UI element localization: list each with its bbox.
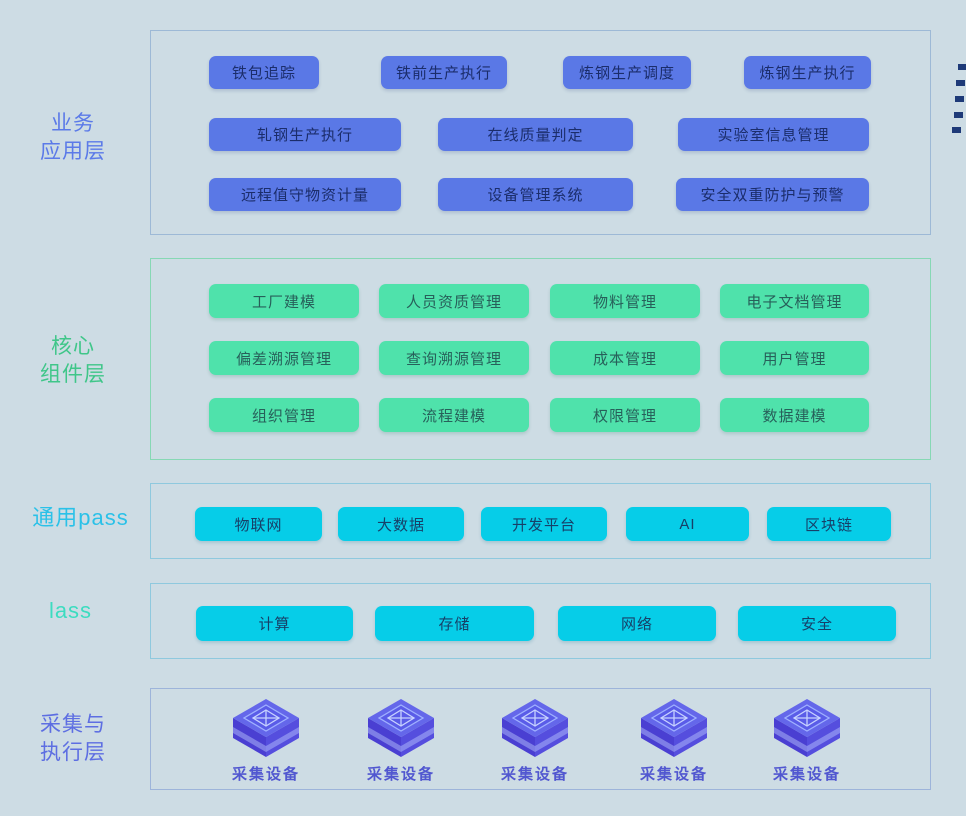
btn-material-mgmt[interactable]: 物料管理 — [550, 284, 700, 318]
edge-dash — [954, 112, 963, 118]
layer-label-line: 执行层 — [40, 741, 106, 764]
btn-lab-information-mgmt[interactable]: 实验室信息管理 — [678, 118, 869, 151]
btn-query-traceability[interactable]: 查询溯源管理 — [379, 341, 529, 375]
btn-cost-mgmt[interactable]: 成本管理 — [550, 341, 700, 375]
collection-device-label: 采集设备 — [366, 766, 435, 783]
btn-rolling-production[interactable]: 轧钢生产执行 — [209, 118, 401, 151]
btn-iot[interactable]: 物联网 — [195, 507, 322, 541]
panel-collection-execution-layer: 采集设备 采集设备 采集设备 — [150, 688, 931, 790]
collection-device-item: 采集设备 — [747, 699, 867, 784]
collection-device-cube-icon — [502, 699, 568, 757]
collection-device-cube-icon — [233, 699, 299, 757]
collection-device-item: 采集设备 — [341, 699, 461, 784]
btn-steelmaking-scheduling[interactable]: 炼钢生产调度 — [563, 56, 691, 89]
layer-label-paas: 通用pass — [32, 505, 129, 530]
btn-steelmaking-production[interactable]: 炼钢生产执行 — [744, 56, 871, 89]
panel-paas-layer: 物联网 大数据 开发平台 AI 区块链 — [150, 483, 931, 559]
layer-label-line: 采集与 — [40, 713, 106, 736]
edge-dash — [956, 80, 965, 86]
panel-core-components-layer: 工厂建模 人员资质管理 物料管理 电子文档管理 偏差溯源管理 查询溯源管理 成本… — [150, 258, 931, 460]
layer-label-collection-execution: 采集与 执行层 — [18, 711, 128, 767]
btn-data-modeling[interactable]: 数据建模 — [720, 398, 869, 432]
layer-label-line: 应用层 — [40, 140, 106, 163]
btn-process-modeling[interactable]: 流程建模 — [379, 398, 529, 432]
btn-ai[interactable]: AI — [626, 507, 749, 541]
btn-personnel-qualification[interactable]: 人员资质管理 — [379, 284, 529, 318]
btn-user-mgmt[interactable]: 用户管理 — [720, 341, 869, 375]
btn-organization-mgmt[interactable]: 组织管理 — [209, 398, 359, 432]
edge-dash — [955, 96, 964, 102]
collection-device-label: 采集设备 — [231, 766, 300, 783]
btn-equipment-mgmt-system[interactable]: 设备管理系统 — [438, 178, 633, 211]
collection-device-label: 采集设备 — [772, 766, 841, 783]
btn-blockchain[interactable]: 区块链 — [767, 507, 891, 541]
btn-network[interactable]: 网络 — [558, 606, 716, 641]
btn-remote-material-metering[interactable]: 远程值守物资计量 — [209, 178, 401, 211]
btn-compute[interactable]: 计算 — [196, 606, 353, 641]
panel-business-application-layer: 铁包追踪 铁前生产执行 炼钢生产调度 炼钢生产执行 轧钢生产执行 在线质量判定 … — [150, 30, 931, 235]
layer-label-line: 组件层 — [40, 363, 106, 386]
edge-dash — [958, 64, 966, 70]
btn-big-data[interactable]: 大数据 — [338, 507, 464, 541]
btn-dual-safety-prevention[interactable]: 安全双重防护与预警 — [676, 178, 869, 211]
btn-ladle-tracking[interactable]: 铁包追踪 — [209, 56, 319, 89]
layer-label-line: 业务 — [51, 112, 95, 135]
btn-online-quality-judgment[interactable]: 在线质量判定 — [438, 118, 633, 151]
collection-device-item: 采集设备 — [475, 699, 595, 784]
panel-iaas-layer: 计算 存储 网络 安全 — [150, 583, 931, 659]
collection-device-label: 采集设备 — [500, 766, 569, 783]
btn-security[interactable]: 安全 — [738, 606, 896, 641]
layer-label-business-application: 业务 应用层 — [18, 110, 128, 166]
collection-device-item: 采集设备 — [206, 699, 326, 784]
collection-device-cube-icon — [368, 699, 434, 757]
btn-storage[interactable]: 存储 — [375, 606, 534, 641]
btn-edocument-mgmt[interactable]: 电子文档管理 — [720, 284, 869, 318]
collection-device-cube-icon — [641, 699, 707, 757]
btn-ironmaking-production[interactable]: 铁前生产执行 — [381, 56, 507, 89]
layer-label-line: 核心 — [51, 335, 95, 358]
edge-dash — [952, 127, 961, 133]
btn-dev-platform[interactable]: 开发平台 — [481, 507, 607, 541]
btn-deviation-traceability[interactable]: 偏差溯源管理 — [209, 341, 359, 375]
btn-factory-modeling[interactable]: 工厂建模 — [209, 284, 359, 318]
layer-label-core-components: 核心 组件层 — [18, 333, 128, 389]
layer-label-iaas: lass — [48, 598, 93, 623]
collection-device-item: 采集设备 — [614, 699, 734, 784]
collection-device-label: 采集设备 — [639, 766, 708, 783]
btn-permission-mgmt[interactable]: 权限管理 — [550, 398, 700, 432]
collection-device-cube-icon — [774, 699, 840, 757]
